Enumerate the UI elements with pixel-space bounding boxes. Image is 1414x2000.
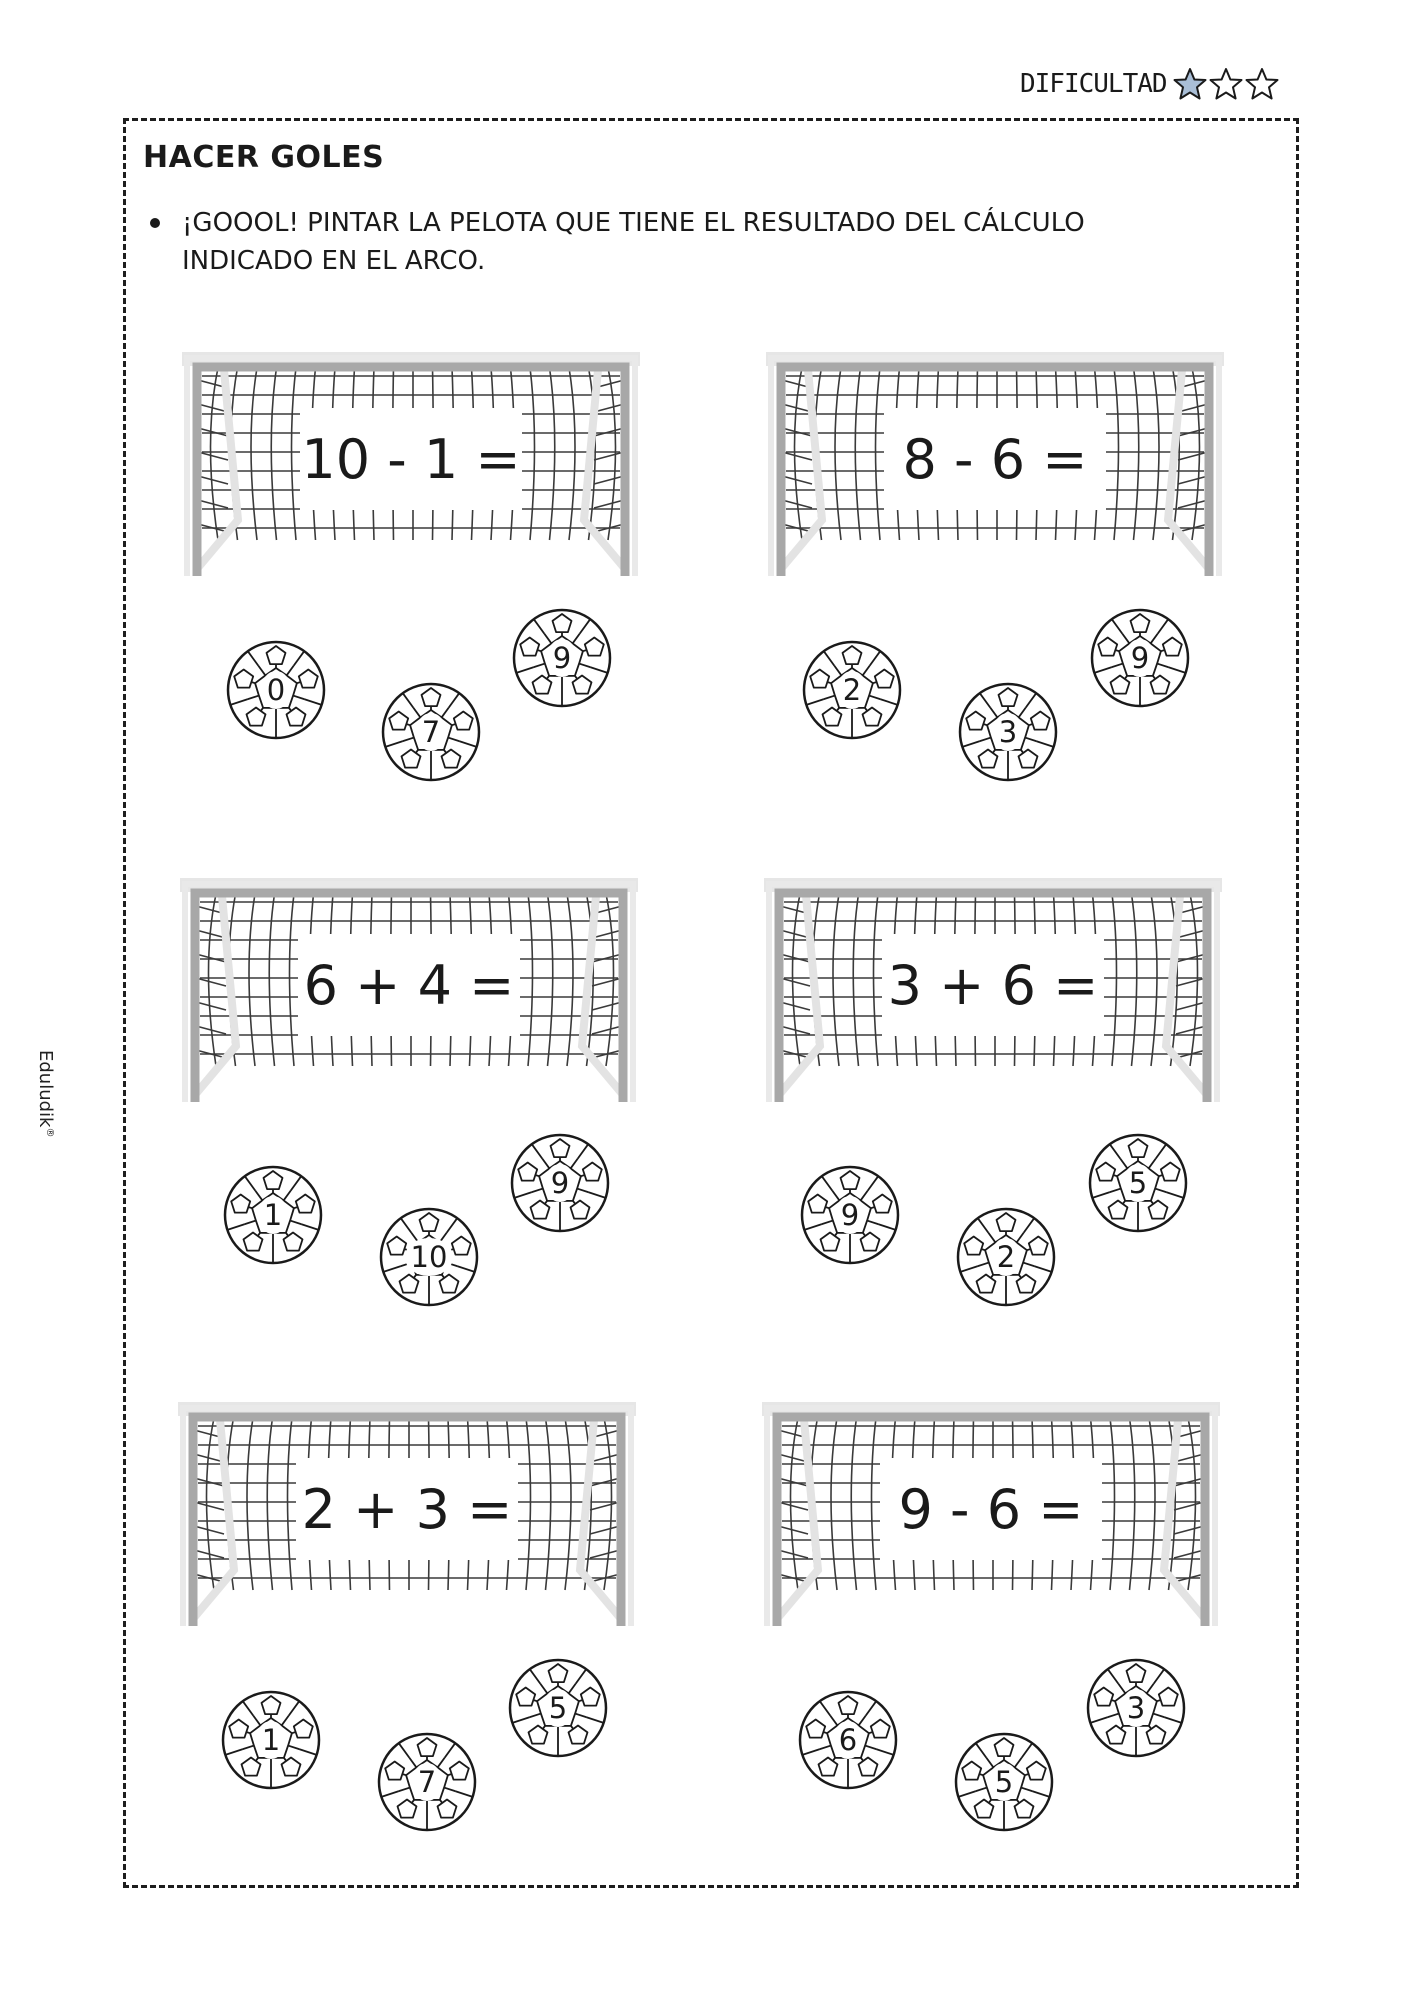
- soccer-ball[interactable]: 9: [798, 1163, 902, 1267]
- soccer-ball[interactable]: 5: [952, 1730, 1056, 1834]
- ball-number: 5: [988, 1763, 1020, 1801]
- ball-number: 2: [990, 1238, 1022, 1276]
- equation: 8 - 6 =: [884, 408, 1106, 510]
- soccer-ball[interactable]: 3: [1084, 1656, 1188, 1760]
- ball-number: 7: [411, 1763, 443, 1801]
- instruction-text: ¡GOOOL! PINTAR LA PELOTA QUE TIENE EL RE…: [182, 208, 1085, 276]
- ball-number: 1: [257, 1196, 289, 1234]
- star-icon: [1173, 68, 1207, 100]
- soccer-ball[interactable]: 1: [221, 1163, 325, 1267]
- brand-label: Eduludik®: [26, 1050, 56, 1190]
- ball-number: 1: [255, 1721, 287, 1759]
- brand-name: Eduludik: [35, 1050, 56, 1128]
- soccer-ball[interactable]: 9: [510, 606, 614, 710]
- ball-number: 3: [1120, 1689, 1152, 1727]
- ball-number: 5: [542, 1689, 574, 1727]
- soccer-ball[interactable]: 7: [375, 1730, 479, 1834]
- soccer-ball[interactable]: 0: [224, 638, 328, 742]
- soccer-ball[interactable]: 5: [506, 1656, 610, 1760]
- soccer-ball[interactable]: 7: [379, 680, 483, 784]
- equation: 2 + 3 =: [296, 1458, 518, 1560]
- soccer-ball-icon: [379, 1207, 479, 1307]
- ball-number: 9: [834, 1196, 866, 1234]
- soccer-goal: 10 - 1 =: [180, 350, 642, 578]
- goal-net-icon: [180, 878, 638, 1102]
- star-icon: [1245, 68, 1279, 100]
- equation: 9 - 6 =: [880, 1458, 1102, 1560]
- goal-net-icon: [764, 878, 1222, 1102]
- soccer-goal: 3 + 6 =: [762, 876, 1224, 1104]
- ball-number: 9: [546, 639, 578, 677]
- ball-number: 10: [404, 1238, 454, 1276]
- ball-number: 2: [836, 671, 868, 709]
- soccer-ball[interactable]: 5: [1086, 1131, 1190, 1235]
- soccer-ball[interactable]: 10: [377, 1205, 481, 1309]
- difficulty-label: DIFICULTAD: [1020, 69, 1168, 99]
- star-icon: [1209, 68, 1243, 100]
- ball-number: 0: [260, 671, 292, 709]
- soccer-ball[interactable]: 9: [1088, 606, 1192, 710]
- soccer-ball-icon: [802, 640, 902, 740]
- ball-number: 6: [832, 1721, 864, 1759]
- ball-number: 5: [1122, 1164, 1154, 1202]
- worksheet-frame: [123, 118, 1299, 1888]
- soccer-ball[interactable]: 6: [796, 1688, 900, 1792]
- equation: 6 + 4 =: [298, 934, 520, 1036]
- soccer-ball[interactable]: 2: [954, 1205, 1058, 1309]
- soccer-ball[interactable]: 3: [956, 680, 1060, 784]
- difficulty-rating: DIFICULTAD: [1020, 64, 1279, 104]
- soccer-goal: 2 + 3 =: [176, 1400, 638, 1628]
- goal-net-icon: [766, 352, 1224, 576]
- ball-number: 9: [544, 1164, 576, 1202]
- bullet-point: [150, 218, 160, 228]
- equation: 3 + 6 =: [882, 934, 1104, 1036]
- goal-net-icon: [178, 1402, 636, 1626]
- soccer-ball-icon: [956, 1207, 1056, 1307]
- soccer-ball-icon: [1086, 1658, 1186, 1758]
- soccer-ball[interactable]: 2: [800, 638, 904, 742]
- ball-number: 9: [1124, 639, 1156, 677]
- worksheet-title: HACER GOLES: [143, 140, 385, 175]
- soccer-goal: 6 + 4 =: [178, 876, 640, 1104]
- soccer-ball[interactable]: 1: [219, 1688, 323, 1792]
- soccer-goal: 9 - 6 =: [760, 1400, 1222, 1628]
- soccer-ball[interactable]: 9: [508, 1131, 612, 1235]
- soccer-goal: 8 - 6 =: [764, 350, 1226, 578]
- equation: 10 - 1 =: [300, 408, 522, 510]
- ball-number: 7: [415, 713, 447, 751]
- ball-number: 3: [992, 713, 1024, 751]
- brand-registered-mark: ®: [44, 1127, 55, 1138]
